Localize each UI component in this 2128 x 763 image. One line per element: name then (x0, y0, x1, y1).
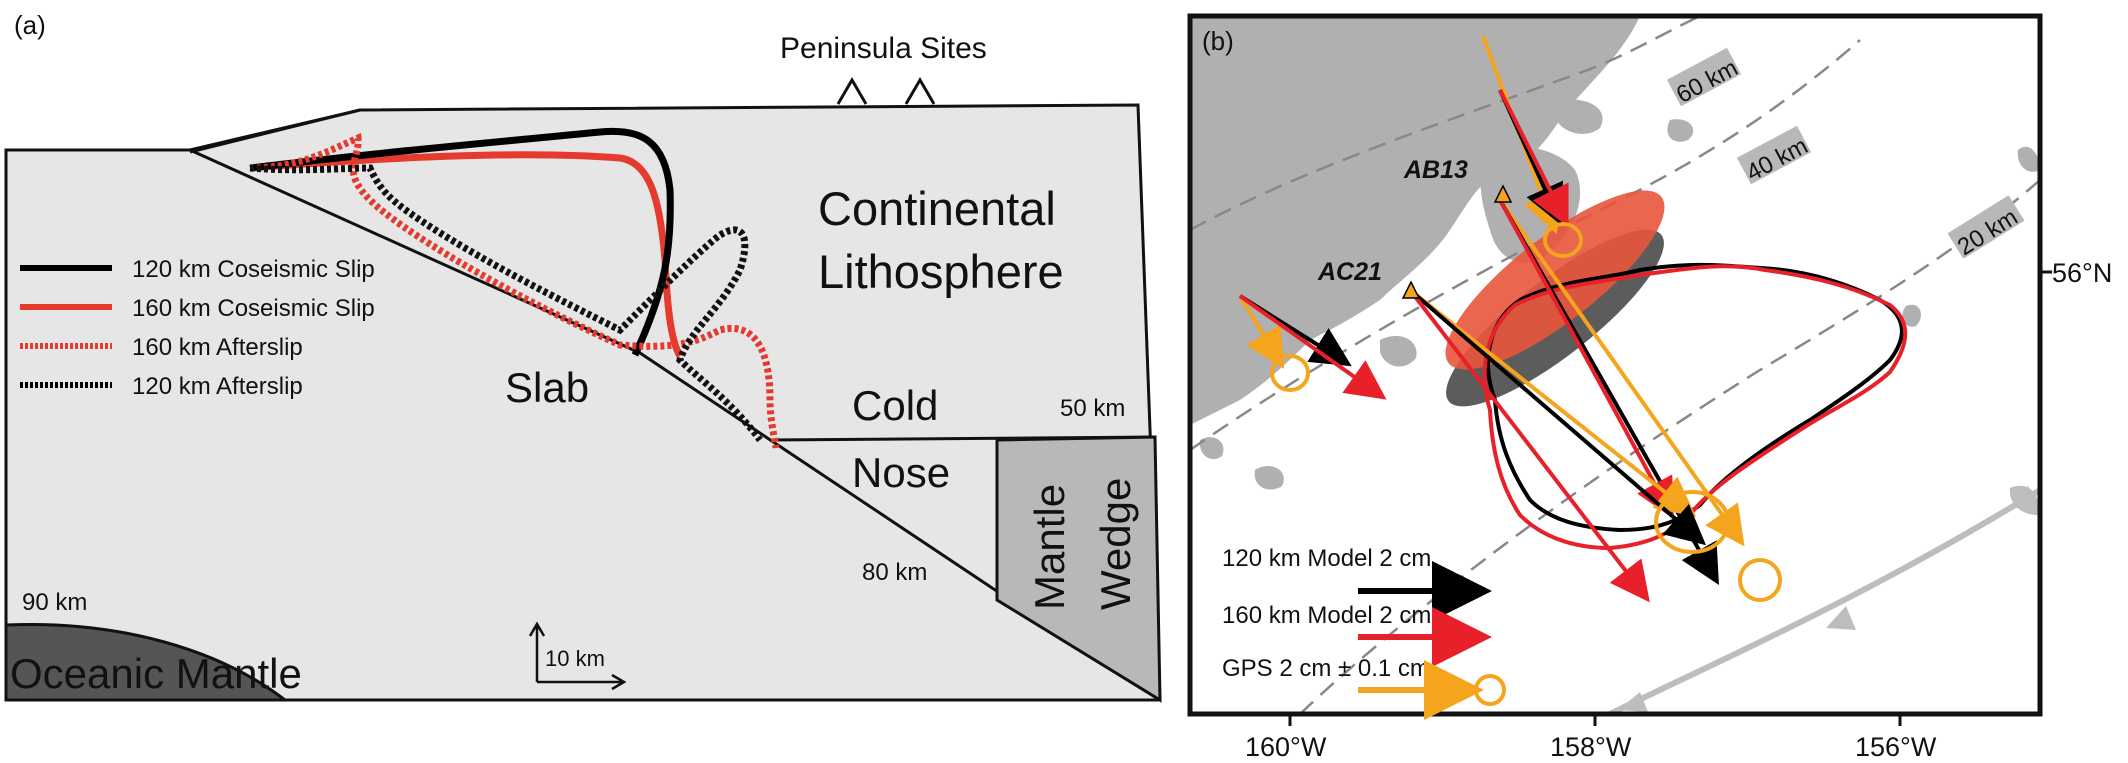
peninsula-site-marker (904, 77, 936, 105)
trench-tooth (1618, 692, 1648, 712)
depth-80km-label: 80 km (862, 559, 927, 586)
cold-label: Cold (852, 382, 938, 429)
vector-120km (1408, 288, 1707, 546)
vector-gps (1408, 288, 1697, 517)
land-island (1199, 437, 1224, 460)
continental-label: Continental (818, 182, 1056, 235)
panel-b-label: (b) (1202, 26, 1234, 56)
station-ac21-marker (1401, 280, 1421, 299)
land-island (1254, 465, 1284, 490)
wedge-label: Wedge (1092, 478, 1139, 610)
mantle-label: Mantle (1026, 484, 1073, 610)
contour-label-bg (1736, 125, 1812, 185)
lat-tick-label: 56°N (2052, 258, 2112, 288)
lithosphere-label: Lithosphere (818, 245, 1064, 298)
afterslip-160km (249, 132, 780, 449)
gps-error-ellipse (1654, 490, 1730, 554)
panel-b: (b) 60 km 40 km 20 km AB13 AC21 120 km M… (1187, 13, 2112, 762)
trench-line (1608, 487, 2040, 714)
panel-a: (a) Peninsula Sites Continental Lithosph… (4, 10, 1162, 703)
land-island (2017, 146, 2040, 172)
gps-error-ellipse (1738, 558, 1782, 602)
depth-50km-label: 50 km (1060, 395, 1125, 422)
peninsula-sites-label: Peninsula Sites (780, 32, 987, 65)
depth-contour-60km (1190, 16, 1701, 232)
vector-160km (1238, 294, 1387, 400)
slab-label: Slab (505, 364, 589, 411)
depth-90km-label: 90 km (22, 589, 87, 616)
axis-ticks (1288, 270, 2052, 726)
contour-label-bg (1666, 47, 1742, 107)
legend-label: 120 km Model 2 cm (1222, 545, 1431, 572)
legend-ellipse (1474, 674, 1506, 706)
land-mainland (1190, 16, 1640, 425)
station-ab13-label: AB13 (1403, 156, 1468, 184)
gps-error-ellipse (1543, 222, 1583, 258)
coseismic-slip-160km (249, 151, 684, 358)
vector-160km (1498, 199, 1674, 520)
station-ab13-marker (1493, 184, 1513, 203)
legend-label: GPS 2 cm ± 0.1 cm (1222, 655, 1430, 682)
gps-error-ellipse (1270, 354, 1310, 392)
lon-tick-label: 156°W (1855, 732, 1937, 762)
legend-label: 120 km Afterslip (132, 373, 303, 400)
legend-label: 120 km Coseismic Slip (132, 256, 375, 283)
panel-a-label: (a) (14, 10, 46, 40)
land-island (1902, 304, 1921, 327)
oceanic-mantle-label: Oceanic Mantle (10, 650, 302, 697)
land-island (1667, 119, 1694, 142)
trench-tooth (2010, 486, 2040, 508)
station-ac21-label: AC21 (1317, 258, 1382, 286)
lon-tick-label: 160°W (1245, 732, 1327, 762)
oceanic-mantle (4, 622, 290, 702)
afterslip-120km (249, 164, 763, 443)
rupture-outline-160km (1482, 264, 1908, 551)
lon-tick-label: 158°W (1550, 732, 1632, 762)
land-island (1556, 99, 1603, 134)
depth-contour-20km (1299, 179, 2040, 714)
depth-contour-40km (1190, 39, 1861, 452)
nose-label: Nose (852, 449, 950, 496)
vector-160km (1408, 288, 1650, 603)
legend-label: 160 km Model 2 cm (1222, 602, 1431, 629)
vector-gps (1238, 294, 1285, 369)
scale-bar-label: 10 km (545, 646, 605, 671)
legend-label: 160 km Afterslip (132, 334, 303, 361)
legend-b: 120 km Model 2 cm 160 km Model 2 cm GPS … (1222, 545, 1506, 720)
contour-label-bg (1947, 195, 2025, 259)
scale-bar: 10 km (528, 621, 627, 691)
mantle-wedge (995, 435, 1162, 703)
map-frame (1187, 13, 2043, 717)
slab-top-surface (189, 148, 1161, 702)
land-island (1380, 336, 1417, 367)
legend-a: 120 km Coseismic Slip 160 km Coseismic S… (20, 256, 375, 400)
vector-160km (1498, 89, 1569, 228)
vector-gps (1498, 198, 1745, 547)
surface-line (189, 108, 361, 154)
peninsula-site-marker (836, 77, 868, 105)
trench-tooth (1826, 606, 1856, 630)
legend-label: 160 km Coseismic Slip (132, 295, 375, 322)
coseismic-slip-120km (249, 127, 674, 357)
